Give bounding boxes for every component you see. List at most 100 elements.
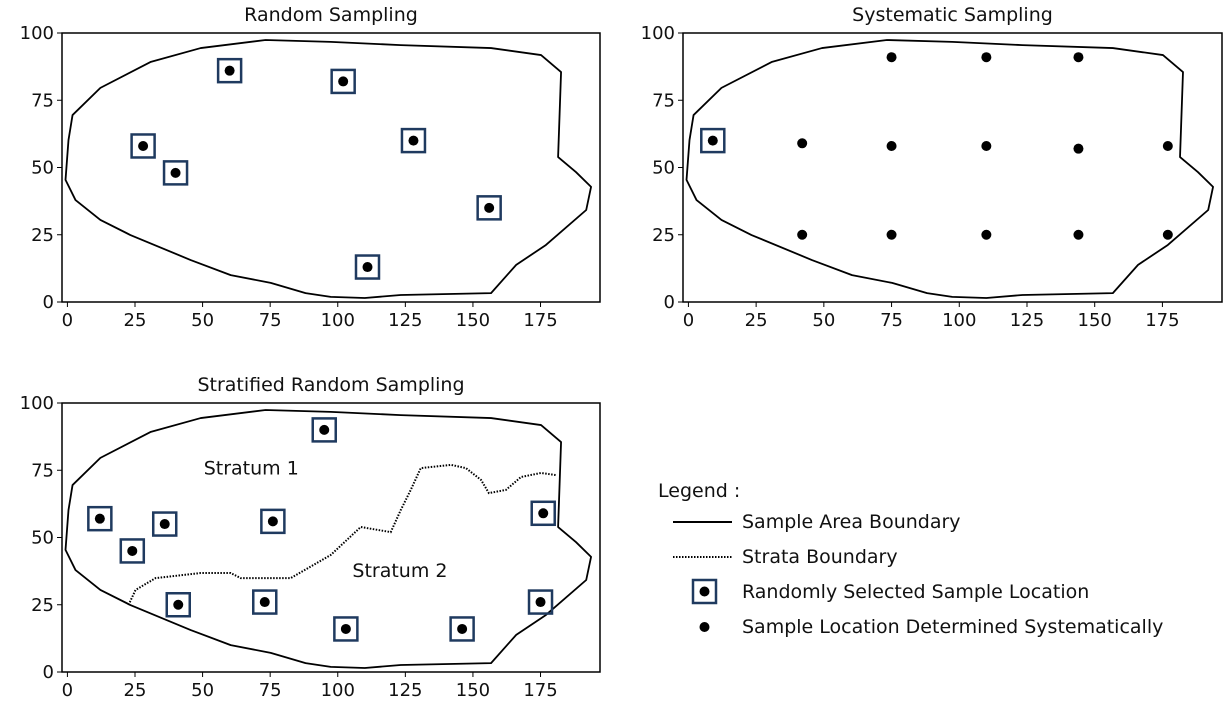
legend-label-strata: Strata Boundary	[742, 546, 898, 568]
stratum-label: Stratum 2	[352, 560, 447, 582]
systematic-sample-point	[797, 138, 808, 149]
x-tick-label: 0	[683, 310, 694, 331]
legend-label-random: Randomly Selected Sample Location	[742, 581, 1089, 603]
x-tick-label: 50	[191, 680, 214, 701]
random-sample-point	[267, 516, 278, 527]
legend-label-systematic: Sample Location Determined Systematicall…	[742, 616, 1163, 638]
legend: Legend : Sample Area Boundary Strata Bou…	[658, 480, 1163, 638]
x-tick-label: 125	[388, 310, 422, 331]
random-sample-point	[127, 545, 138, 556]
random-sample-point	[94, 513, 105, 524]
x-tick-label: 50	[191, 310, 214, 331]
systematic-sample-point	[886, 229, 897, 240]
systematic-sample-point	[1162, 229, 1173, 240]
random-sample-box	[527, 589, 554, 615]
random-sample-box	[700, 127, 726, 154]
plot-frame	[682, 32, 1223, 303]
random-sample-point	[535, 597, 546, 608]
chart-title: Systematic Sampling	[852, 4, 1053, 26]
y-tick-label: 0	[664, 292, 675, 313]
random-sample-box	[530, 500, 556, 527]
systematic-sample-point	[886, 52, 897, 63]
random-sample-point	[338, 76, 349, 87]
x-tick-label: 0	[62, 310, 73, 331]
x-tick-label: 75	[259, 310, 282, 331]
x-tick-label: 25	[745, 310, 768, 331]
random-sample-box	[130, 133, 156, 159]
x-tick-label: 150	[456, 680, 490, 701]
random-sample-box	[151, 511, 178, 537]
random-sample-point	[224, 65, 235, 76]
random-sample-box	[400, 127, 427, 154]
random-sample-box	[260, 508, 286, 535]
x-tick-label: 75	[880, 310, 903, 331]
x-tick-label: 100	[942, 310, 976, 331]
random-sample-box	[87, 505, 113, 532]
random-sample-point	[340, 623, 351, 634]
y-tick-label: 50	[652, 158, 675, 179]
random-sample-point	[457, 623, 468, 634]
systematic-sample-point	[1073, 52, 1084, 63]
x-tick-label: 150	[1078, 310, 1112, 331]
x-tick-label: 0	[62, 680, 73, 701]
x-tick-label: 100	[321, 310, 355, 331]
random-sample-box	[354, 254, 381, 280]
y-tick-label: 100	[20, 393, 54, 414]
systematic-sample-point	[981, 52, 992, 63]
systematic-sample-point	[981, 229, 992, 240]
random-sample-box	[476, 195, 502, 221]
chart-title: Stratified Random Sampling	[197, 374, 464, 396]
random-sample-box	[252, 589, 278, 615]
random-sample-point	[159, 519, 170, 530]
random-sample-point	[138, 140, 149, 151]
systematic-sample-point	[1073, 229, 1084, 240]
random-sample-point	[319, 424, 330, 435]
panel-2: Systematic Sampling 0 25 50 75 100 125 150 175 0 2…	[641, 4, 1223, 331]
systematic-sample-point	[981, 140, 992, 151]
random-sample-box	[333, 616, 359, 642]
y-tick-label: 0	[43, 662, 54, 683]
x-tick-label: 100	[321, 680, 355, 701]
legend-label-boundary: Sample Area Boundary	[742, 511, 961, 533]
y-tick-label: 25	[31, 225, 54, 246]
random-sample-point	[538, 508, 549, 519]
random-sample-box	[162, 160, 189, 186]
y-tick-label: 100	[20, 23, 54, 44]
x-tick-label: 125	[388, 680, 422, 701]
systematic-sample-point	[1162, 140, 1173, 151]
random-sample-point	[170, 167, 181, 178]
random-sample-box	[119, 538, 146, 564]
random-sample-point	[408, 135, 419, 146]
sample-area-boundary	[685, 39, 1214, 299]
y-tick-label: 75	[31, 90, 54, 111]
chart-title: Random Sampling	[244, 4, 418, 26]
systematic-sample-point	[797, 229, 808, 240]
x-tick-label: 25	[124, 310, 147, 331]
random-sample-point	[484, 202, 495, 213]
random-sample-box	[216, 57, 243, 84]
x-tick-label: 175	[523, 310, 557, 331]
y-tick-label: 75	[652, 90, 675, 111]
random-sample-box	[165, 592, 192, 618]
stratum-label: Stratum 1	[204, 458, 299, 480]
legend-boxed-dot-inner	[699, 586, 710, 597]
random-sample-point	[259, 597, 270, 608]
y-tick-label: 50	[31, 158, 54, 179]
random-sample-box	[449, 616, 475, 642]
x-tick-label: 175	[1145, 310, 1179, 331]
x-tick-label: 50	[812, 310, 835, 331]
legend-boxed-dot-icon	[691, 578, 718, 605]
y-tick-label: 25	[652, 225, 675, 246]
x-tick-label: 125	[1010, 310, 1044, 331]
random-sample-box	[330, 68, 356, 95]
random-sample-point	[362, 262, 373, 273]
random-sample-point	[707, 135, 718, 146]
random-sample-box	[311, 417, 337, 443]
random-sample-point	[173, 599, 184, 610]
systematic-sample-point	[886, 140, 897, 151]
x-tick-label: 25	[124, 680, 147, 701]
sample-area-boundary	[64, 409, 592, 669]
